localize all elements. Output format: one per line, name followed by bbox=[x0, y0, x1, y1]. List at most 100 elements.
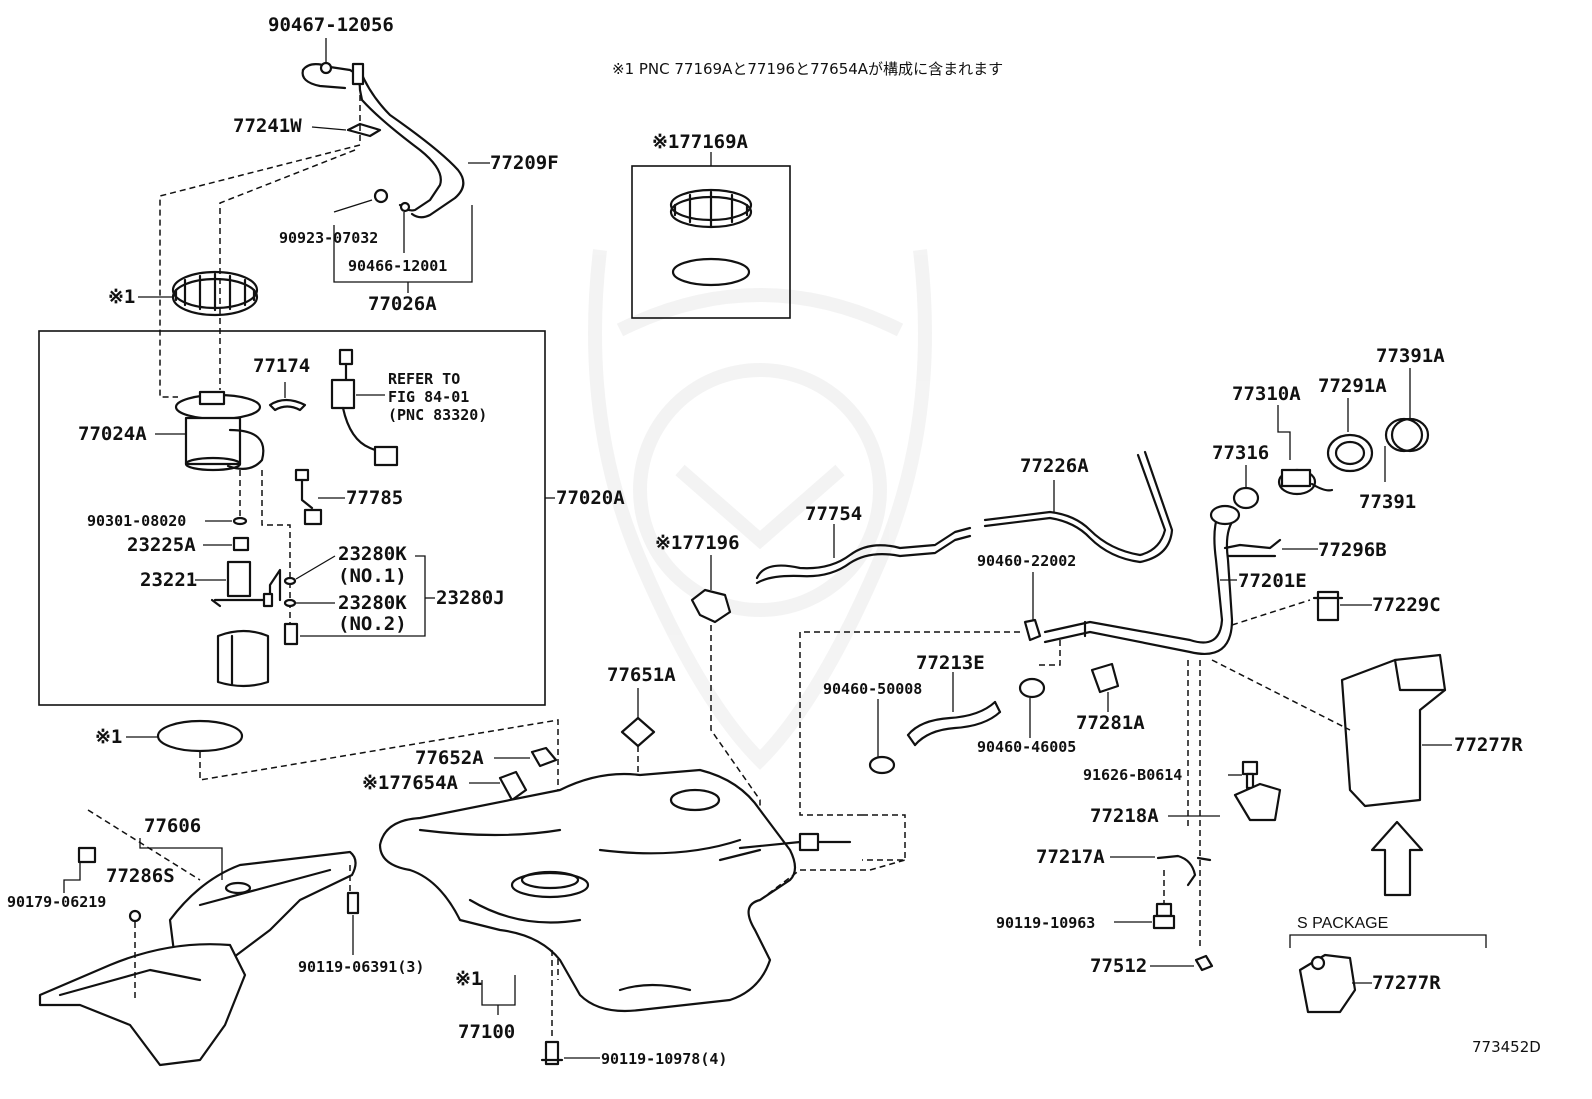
valve-77229C bbox=[1312, 590, 1344, 622]
gasket-part bbox=[156, 719, 244, 753]
label-90179-06219: 90179-06219 bbox=[7, 893, 106, 911]
o-ring-no1 bbox=[283, 576, 297, 586]
label-77281A: 77281A bbox=[1076, 712, 1145, 734]
pad-77651A bbox=[620, 716, 656, 748]
label-77286S: 77286S bbox=[106, 865, 175, 887]
lock-ring-kit bbox=[669, 188, 753, 229]
label-no2: (NO.2) bbox=[338, 613, 407, 635]
hose-77226A bbox=[983, 450, 1174, 564]
label-77196: ※177196 bbox=[655, 532, 740, 554]
bolt-90119-06391 bbox=[346, 891, 360, 915]
hose-77754 bbox=[755, 526, 972, 585]
valve-77196 bbox=[690, 588, 732, 624]
pump-motor-23221 bbox=[210, 560, 282, 608]
label-90301-08020: 90301-08020 bbox=[87, 512, 186, 530]
fuel-line-77209F bbox=[301, 61, 465, 219]
label-77785: 77785 bbox=[346, 487, 403, 509]
label-23221: 23221 bbox=[140, 569, 197, 591]
screw-90923-07032 bbox=[373, 188, 389, 204]
clamp-90460-50008 bbox=[868, 755, 896, 775]
pump-assembly-box bbox=[38, 330, 546, 706]
diagram-code: 773452D bbox=[1472, 1038, 1541, 1056]
label-90460-50008: 90460-50008 bbox=[823, 680, 922, 698]
label-77201E: 77201E bbox=[1238, 570, 1307, 592]
label-77296B: 77296B bbox=[1318, 539, 1387, 561]
label-77026A: 77026A bbox=[368, 293, 437, 315]
bolt-91626-B0614 bbox=[1241, 760, 1259, 790]
fuel-pump-77024A bbox=[174, 390, 265, 472]
ring-77391A bbox=[1384, 417, 1430, 453]
label-77606: 77606 bbox=[144, 815, 201, 837]
label-90467-12056: 90467-12056 bbox=[268, 14, 394, 36]
hose-77213E bbox=[906, 700, 1002, 747]
lock-ring-part bbox=[171, 270, 259, 317]
label-23280K-2: 23280K bbox=[338, 592, 407, 614]
label-77652A: 77652A bbox=[415, 747, 484, 769]
wire-harness-77785 bbox=[294, 468, 323, 526]
regulator-part bbox=[283, 622, 299, 646]
bolt-90119-10963 bbox=[1152, 902, 1176, 930]
label-77512: 77512 bbox=[1090, 955, 1147, 977]
label-77391A: 77391A bbox=[1376, 345, 1445, 367]
label-refer-pnc: (PNC 83320) bbox=[388, 406, 487, 424]
label-77217A: 77217A bbox=[1036, 846, 1105, 868]
nut-90179-06219 bbox=[77, 846, 97, 864]
label-90119-10963: 90119-10963 bbox=[996, 914, 1095, 932]
sender-gauge-part bbox=[330, 348, 399, 467]
label-77277R-s: 77277R bbox=[1372, 972, 1441, 994]
gasket-77316 bbox=[1232, 486, 1260, 510]
cover-77277R bbox=[1340, 653, 1447, 808]
clip-90466-12001 bbox=[399, 201, 411, 213]
arrow-up-icon bbox=[1370, 820, 1424, 897]
label-77241W: 77241W bbox=[233, 115, 302, 137]
label-77310A: 77310A bbox=[1232, 383, 1301, 405]
tank-pipe bbox=[738, 832, 852, 852]
label-mark1-tank: ※1 bbox=[455, 968, 482, 990]
label-90923-07032: 90923-07032 bbox=[279, 229, 378, 247]
label-77277R: 77277R bbox=[1454, 734, 1523, 756]
label-no1: (NO.1) bbox=[338, 565, 407, 587]
label-refer-to: REFER TO bbox=[388, 370, 460, 388]
watermark-logo bbox=[588, 249, 932, 770]
o-ring-no2 bbox=[283, 598, 297, 608]
label-mark1-gasket: ※1 bbox=[95, 726, 122, 748]
filler-pipe-77201E bbox=[1043, 504, 1241, 655]
filter-cup-part bbox=[216, 629, 270, 688]
label-23225A: 23225A bbox=[127, 534, 196, 556]
bolt-90119-10978 bbox=[540, 1040, 564, 1066]
note-text: ※1 PNC 77169Aと77196と77654Aが構成に含まれます bbox=[612, 60, 1003, 78]
clamp-77241W bbox=[346, 122, 382, 138]
label-77174: 77174 bbox=[253, 355, 310, 377]
label-77651A: 77651A bbox=[607, 664, 676, 686]
label-90460-22002: 90460-22002 bbox=[977, 552, 1076, 570]
clamp-77281A bbox=[1090, 662, 1120, 694]
label-77291A: 77291A bbox=[1318, 375, 1387, 397]
clip-77174 bbox=[268, 398, 307, 412]
cover-77277R-s-package bbox=[1298, 953, 1357, 1014]
label-77209F: 77209F bbox=[490, 152, 559, 174]
lower-protector-part bbox=[38, 943, 247, 1067]
bracket-77218A bbox=[1233, 782, 1282, 822]
ring-77291A bbox=[1326, 433, 1374, 473]
valve-77654A bbox=[498, 770, 528, 802]
label-refer-fig: FIG 84-01 bbox=[388, 388, 469, 406]
washer-90301-08020 bbox=[232, 516, 248, 526]
clamp-77217A bbox=[1156, 854, 1212, 887]
fuel-cap-77310A bbox=[1277, 468, 1334, 496]
label-23280K-1: 23280K bbox=[338, 543, 407, 565]
pad-77652A bbox=[530, 746, 558, 768]
label-90466-12001: 90466-12001 bbox=[348, 257, 447, 275]
label-91626-B0614: 91626-B0614 bbox=[1083, 766, 1182, 784]
label-77100: 77100 bbox=[458, 1021, 515, 1043]
fuel-tank-77100 bbox=[378, 768, 797, 1013]
label-23280J: 23280J bbox=[436, 587, 505, 609]
s-package-label: S PACKAGE bbox=[1297, 915, 1388, 932]
label-77391: 77391 bbox=[1359, 491, 1416, 513]
label-90119-06391: 90119-06391(3) bbox=[298, 958, 424, 976]
gasket-kit bbox=[671, 257, 751, 287]
kit-77169A-box bbox=[631, 165, 791, 319]
clip-77286S bbox=[128, 909, 142, 923]
label-77020A: 77020A bbox=[556, 487, 625, 509]
